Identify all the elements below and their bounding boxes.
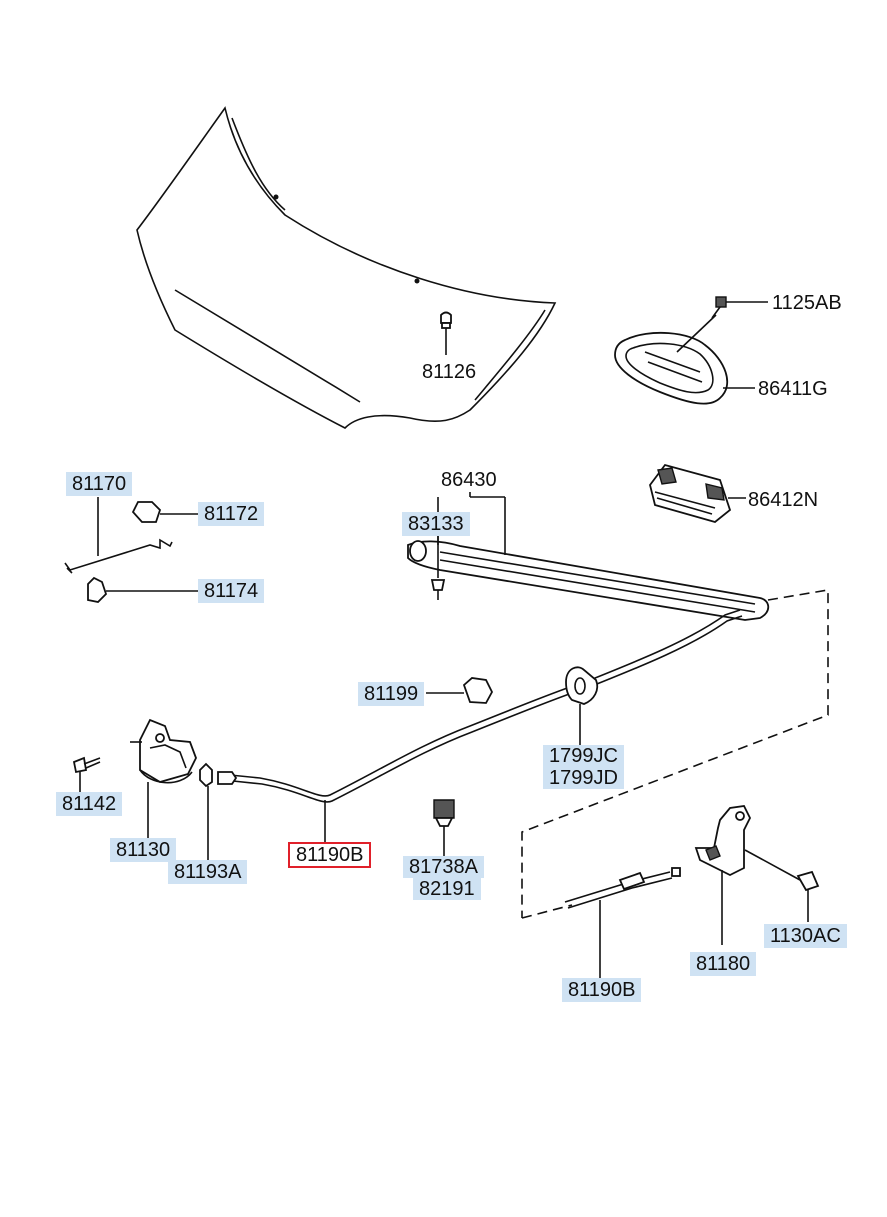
rod-holder-icon[interactable] [131,501,200,523]
label-81172[interactable]: 81172 [198,502,265,526]
label-81126[interactable]: 81126 [422,361,477,383]
label-81193A[interactable]: 81193A [168,860,248,884]
release-cable-icon[interactable] [217,589,829,919]
latch-icon[interactable] [130,718,197,838]
label-81180[interactable]: 81180 [690,952,757,976]
label-81130[interactable]: 81130 [110,838,177,862]
hood-bumper-icon[interactable] [433,799,455,856]
label-81170[interactable]: 81170 [66,472,133,496]
bolt-icon[interactable] [711,296,768,319]
label-1125AB[interactable]: 1125AB [772,292,842,314]
label-86430[interactable]: 86430 [441,469,497,491]
latch-bolt-icon[interactable] [72,756,101,792]
bumper-stop-icon[interactable] [440,311,452,356]
label-81142[interactable]: 81142 [56,792,123,816]
rod-clip-icon[interactable] [87,576,200,603]
grommet-icon[interactable] [565,666,599,745]
label-81190B[interactable]: 81190B [562,978,642,1002]
label-83133[interactable]: 83133 [402,512,470,536]
release-handle-icon[interactable] [694,805,752,945]
release-cable-lower-icon[interactable] [564,867,681,978]
nozzle-garnish-icon[interactable] [614,314,755,405]
label-1799JD[interactable]: 1799JD [543,767,624,789]
hood-panel-icon[interactable] [136,106,557,429]
support-rod-icon[interactable] [64,497,173,574]
screw-icon[interactable] [744,849,820,922]
weatherstrip-icon[interactable] [407,492,770,621]
label-1130AC[interactable]: 1130AC [764,924,847,948]
nozzle-insulator-icon[interactable] [649,463,746,523]
clip-icon[interactable] [430,535,446,600]
label-81199[interactable]: 81199 [358,682,425,706]
label-81174[interactable]: 81174 [198,579,265,603]
cable-retainer-icon[interactable] [199,762,213,860]
cable-clip-icon[interactable] [426,677,494,704]
label-81190B-selected[interactable]: 81190B [288,842,372,868]
label-1799JC[interactable]: 1799JC [543,745,624,767]
label-86411G[interactable]: 86411G [758,378,828,400]
label-86412N[interactable]: 86412N [748,489,819,511]
label-82191[interactable]: 82191 [413,878,481,900]
label-81738A[interactable]: 81738A [403,856,484,878]
